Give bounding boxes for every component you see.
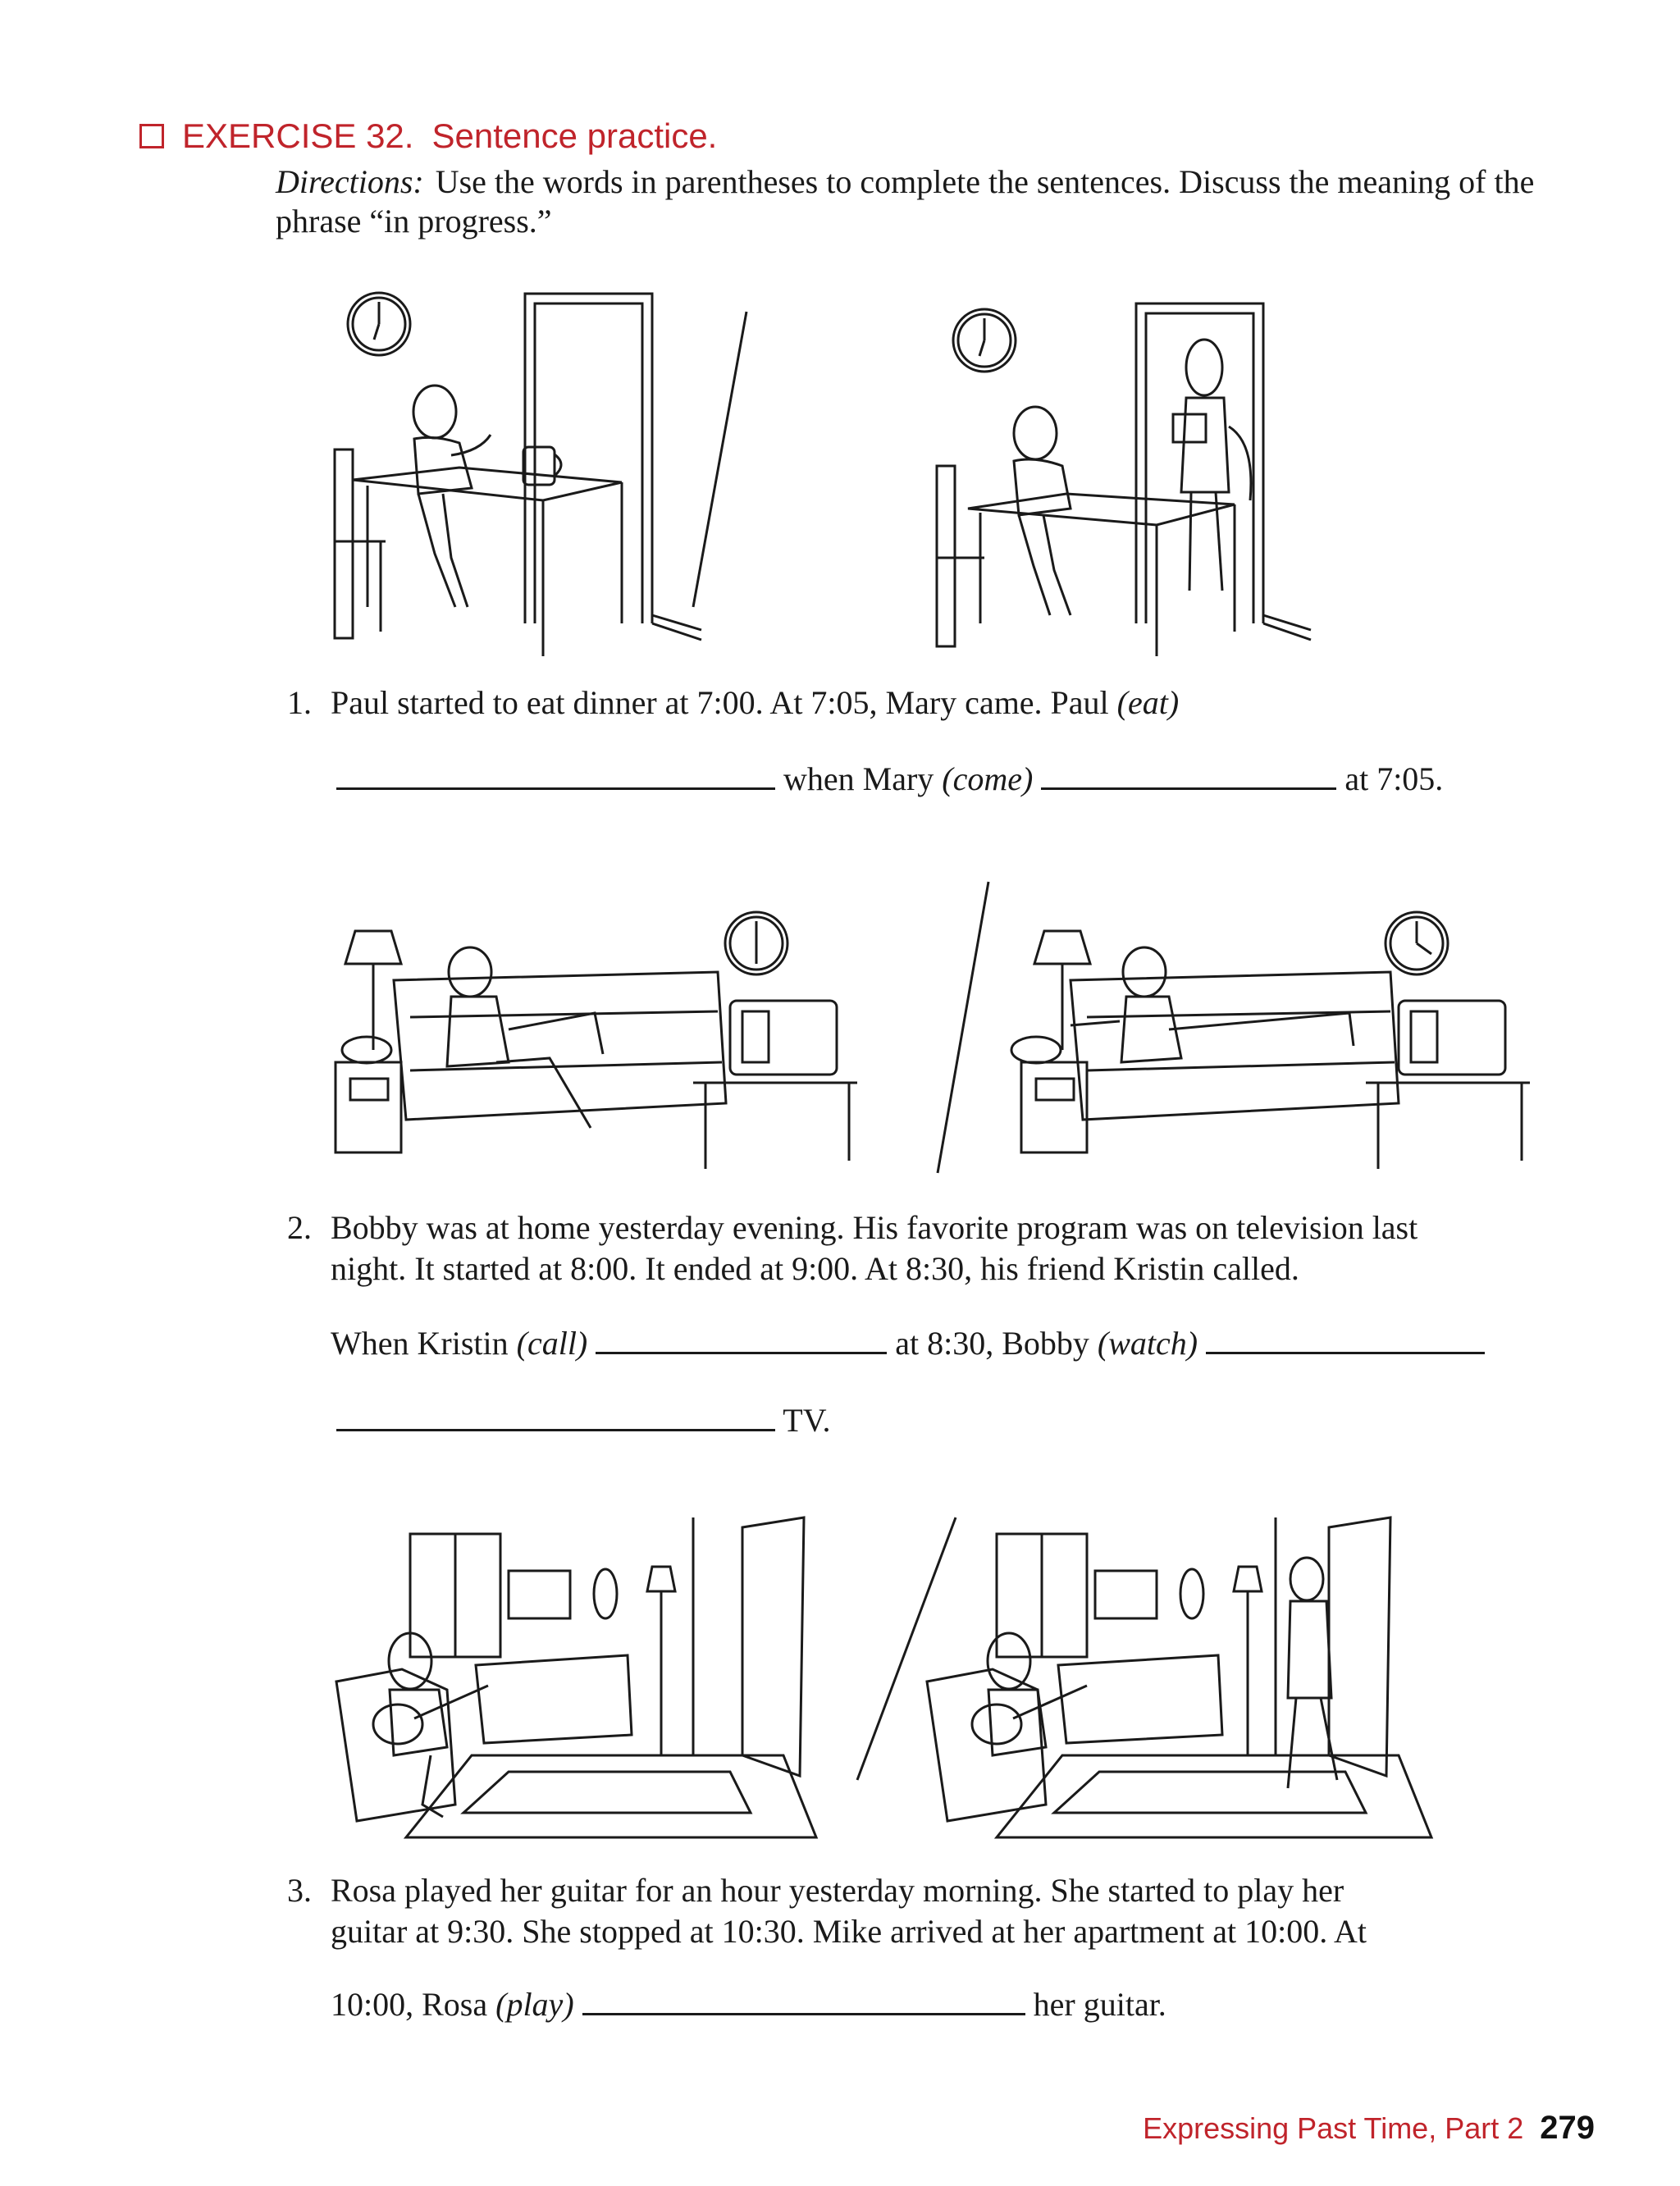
- door: [693, 1517, 804, 1776]
- person-paul: [413, 386, 491, 607]
- item-3-cue-play: (play): [495, 1986, 574, 2023]
- phone-icon: [1011, 1037, 1061, 1063]
- item-2-line1: Bobby was at home yesterday evening. His…: [331, 1209, 1418, 1246]
- picture-frame-icon: [1095, 1571, 1157, 1618]
- answer-blank[interactable]: [336, 1399, 775, 1431]
- item-1-cue-eat: (eat): [1116, 684, 1180, 721]
- illustration-dinner: [328, 279, 1312, 664]
- item-2-line4: TV.: [336, 1399, 830, 1441]
- page-number: 279: [1540, 2110, 1595, 2146]
- item-3-text: 10:00, Rosa: [331, 1986, 488, 2023]
- directions: Directions:Use the words in parentheses …: [276, 162, 1555, 241]
- divider-line: [693, 312, 746, 607]
- clock-icon: [953, 309, 1016, 372]
- item-2-cue-call: (call): [516, 1325, 588, 1362]
- answer-blank[interactable]: [596, 1322, 888, 1354]
- phone-icon: [342, 1037, 391, 1063]
- chair: [937, 466, 984, 646]
- person-rosa: [972, 1633, 1087, 1755]
- clock-icon: [1386, 912, 1448, 974]
- item-1-line2: when Mary (come) at 7:05.: [336, 758, 1443, 800]
- rug: [406, 1755, 816, 1837]
- item-3-line2: guitar at 9:30. She stopped at 10:30. Mi…: [331, 1913, 1367, 1950]
- exercise-header: EXERCISE 32. Sentence practice.: [139, 116, 717, 156]
- table: [353, 468, 622, 656]
- window-icon: [410, 1534, 500, 1657]
- item-1-line1: Paul started to eat dinner at 7:00. At 7…: [331, 682, 1179, 723]
- mirror-icon: [594, 1569, 617, 1618]
- item-2-end: TV.: [783, 1402, 831, 1439]
- side-table: [1021, 1062, 1087, 1152]
- item-2-mid: at 8:30, Bobby: [895, 1325, 1089, 1362]
- clock-icon: [725, 912, 788, 974]
- directions-label: Directions:: [276, 163, 424, 200]
- person-rosa: [373, 1633, 488, 1817]
- item-1-end: at 7:05.: [1344, 760, 1444, 797]
- door: [1276, 1517, 1390, 1776]
- tv-icon: [1366, 1001, 1530, 1169]
- answer-blank[interactable]: [1206, 1322, 1486, 1354]
- lamp-icon: [345, 931, 401, 1050]
- picture-frame-icon: [509, 1571, 570, 1618]
- divider-line: [857, 1517, 956, 1780]
- item-1-mid: when Mary: [783, 760, 934, 797]
- person-mike: [1288, 1558, 1337, 1788]
- checkbox-icon[interactable]: [139, 124, 164, 148]
- item-2-cue-watch: (watch): [1097, 1325, 1198, 1362]
- floor-lamp-icon: [1234, 1567, 1262, 1755]
- item-1-cue-come: (come): [942, 760, 1034, 797]
- item-1-number: 1.: [287, 684, 312, 721]
- person-mary: [1173, 340, 1251, 591]
- answer-blank[interactable]: [336, 758, 775, 790]
- sofa: [1058, 1655, 1222, 1743]
- person-bobby: [447, 947, 603, 1128]
- item-3-line1: Rosa played her guitar for an hour yeste…: [331, 1872, 1344, 1909]
- chair: [335, 450, 386, 638]
- item-1-text: Paul started to eat dinner at 7:00. At 7…: [331, 684, 1109, 721]
- sofa: [476, 1655, 632, 1743]
- page-footer: Expressing Past Time, Part 2 279: [1143, 2110, 1595, 2147]
- item-2-line3: When Kristin (call) at 8:30, Bobby (watc…: [331, 1322, 1486, 1364]
- illustration-tv: [332, 882, 1538, 1185]
- item-2-number: 2.: [287, 1209, 312, 1246]
- illustration-guitar: [332, 1509, 1440, 1854]
- doorframe: [525, 294, 701, 640]
- side-table: [336, 1062, 401, 1152]
- person-bobby: [1071, 947, 1354, 1062]
- sofa: [394, 972, 726, 1120]
- floor-lamp-icon: [647, 1567, 675, 1755]
- mirror-icon: [1180, 1569, 1203, 1618]
- exercise-title: Sentence practice.: [431, 116, 718, 155]
- chapter-title: Expressing Past Time, Part 2: [1143, 2111, 1524, 2145]
- window-icon: [997, 1534, 1087, 1657]
- tv-icon: [693, 1001, 857, 1169]
- item-3-number: 3.: [287, 1872, 312, 1909]
- exercise-number: EXERCISE 32.: [182, 116, 414, 155]
- doorframe: [1136, 303, 1311, 640]
- directions-text: Use the words in parentheses to complete…: [276, 163, 1535, 240]
- item-3-end: her guitar.: [1033, 1986, 1166, 2023]
- sofa: [1071, 972, 1399, 1120]
- item-3-line3: 10:00, Rosa (play) her guitar.: [331, 1983, 1166, 2025]
- item-2-text: When Kristin: [331, 1325, 509, 1362]
- item-2-line2: night. It started at 8:00. It ended at 9…: [331, 1250, 1299, 1287]
- lamp-icon: [1034, 931, 1090, 1050]
- rug: [997, 1755, 1431, 1837]
- answer-blank[interactable]: [582, 1983, 1025, 2015]
- table: [968, 494, 1235, 656]
- person-paul: [1014, 407, 1071, 615]
- clock-icon: [348, 293, 410, 355]
- pitcher: [523, 447, 561, 485]
- answer-blank[interactable]: [1041, 758, 1337, 790]
- divider-line: [938, 882, 988, 1173]
